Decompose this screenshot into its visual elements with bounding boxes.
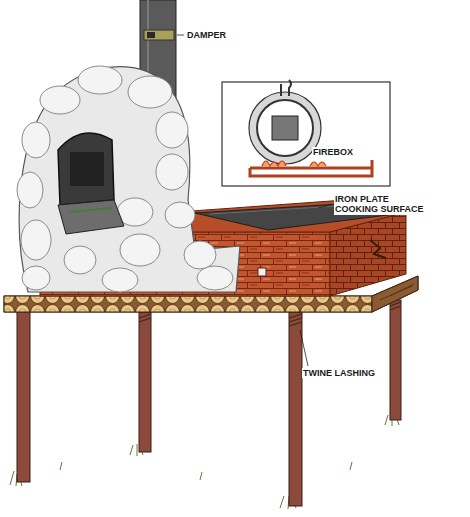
part-label: FIREBOX <box>312 147 354 157</box>
part-label: DAMPER <box>186 30 227 40</box>
part-label: IRON PLATE COOKING SURFACE <box>334 194 432 215</box>
part-label: TWINE LASHING <box>302 368 376 378</box>
